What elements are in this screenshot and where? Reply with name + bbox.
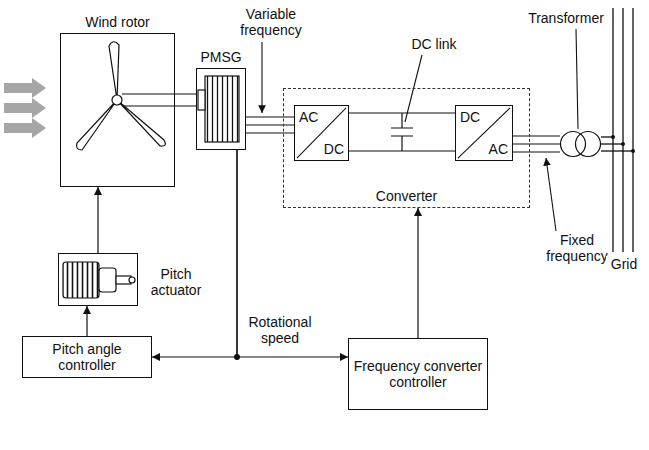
converter-group: Converter AC DC DC AC <box>283 88 530 208</box>
grid-bus <box>601 8 633 252</box>
node-title: Wind rotor <box>41 14 194 30</box>
junction-dot <box>234 354 240 360</box>
turbine-rotor <box>77 42 175 150</box>
controller-box: Pitch angle controller <box>22 336 152 378</box>
connector <box>417 208 418 338</box>
node-label: Pitch angle controller <box>23 341 151 373</box>
connector <box>246 117 294 133</box>
leader-lines <box>262 29 578 231</box>
connector <box>152 150 237 357</box>
wind-arrows <box>4 78 46 138</box>
port-label: DC <box>324 141 344 157</box>
node-title: PMSG <box>177 49 265 65</box>
inverter-box: DC AC <box>455 105 513 161</box>
connector <box>175 94 196 106</box>
generator-box: PMSG <box>196 68 246 150</box>
port-label: AC <box>299 109 318 125</box>
transformer-symbol: Transformer <box>560 131 601 157</box>
rotor-box: Wind rotor <box>60 33 175 187</box>
connector <box>86 306 87 336</box>
connector <box>513 136 560 152</box>
controller-box: Frequency converter controller <box>348 338 488 410</box>
connector <box>349 113 455 151</box>
actuator-box: Pitch actuator <box>58 253 138 306</box>
port-label: AC <box>489 141 508 157</box>
signal-label: Fixed frequency <box>544 232 610 264</box>
port-label: DC <box>460 109 480 125</box>
group-title: Converter <box>284 188 529 204</box>
actuator-symbol <box>63 262 135 298</box>
signal-label: Grid <box>606 256 642 272</box>
signal-label: Variable frequency <box>236 6 306 38</box>
node-title: Pitch actuator <box>145 266 207 298</box>
signal-label: Rotational speed <box>241 314 319 346</box>
node-title: Transformer <box>526 10 606 26</box>
connector <box>237 150 348 357</box>
rectifier-box: AC DC <box>294 105 349 161</box>
signal-label: DC link <box>408 36 460 52</box>
node-label: Frequency converter controller <box>349 358 487 390</box>
generator-symbol <box>198 76 239 142</box>
connector <box>97 187 98 253</box>
grid-dots <box>611 135 635 153</box>
